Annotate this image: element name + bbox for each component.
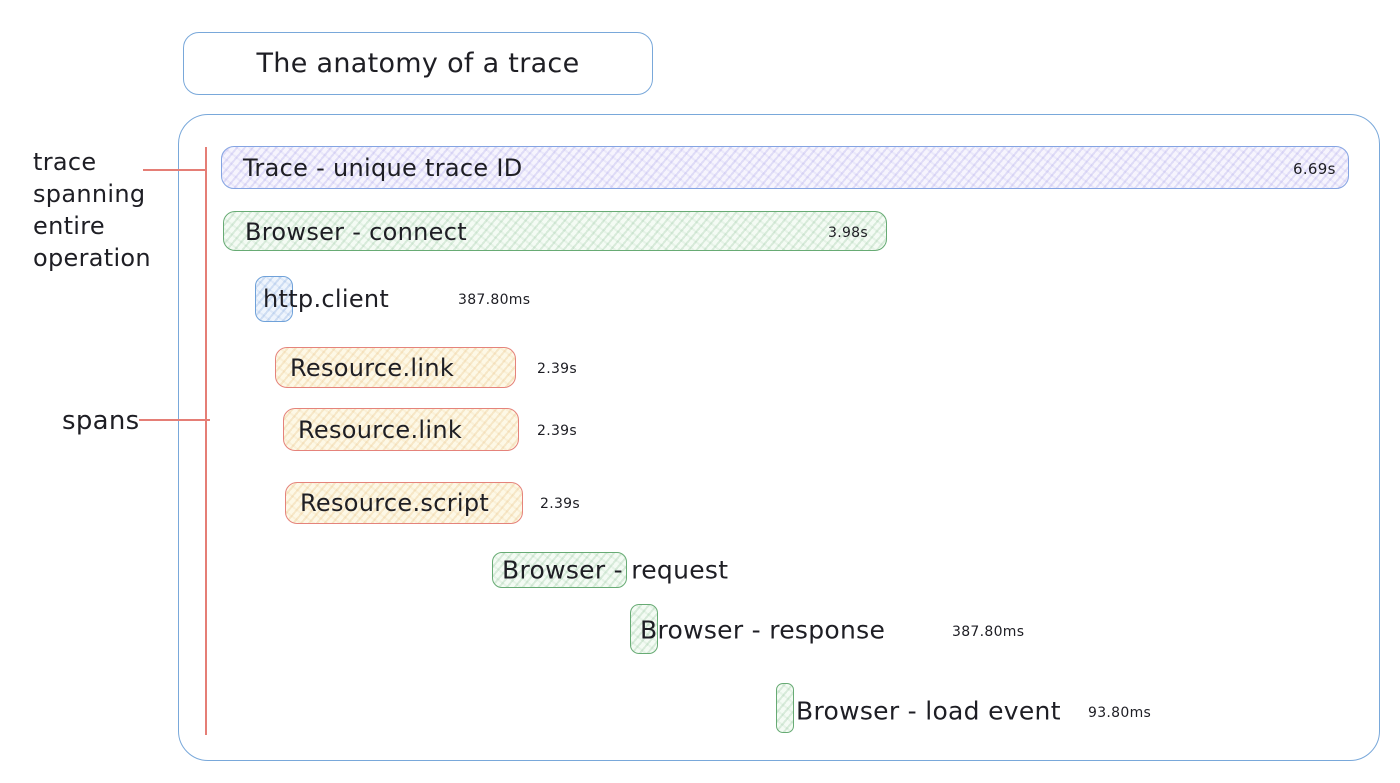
span-bar-browser-response <box>630 604 658 654</box>
span-duration-resource-link-1: 2.39s <box>537 361 577 377</box>
trace-duration: 6.69s <box>1293 160 1336 178</box>
span-label-browser-response: Browser - response <box>640 615 886 645</box>
span-label-browser-connect: Browser - connect <box>245 218 467 246</box>
span-label-resource-script: Resource.script <box>300 489 490 517</box>
span-bar-resource-script <box>285 482 523 524</box>
annotation-line: operation <box>33 244 151 272</box>
annotation-spans: spans <box>62 406 140 436</box>
span-duration-browser-load-event: 93.80ms <box>1088 705 1152 721</box>
title-box: The anatomy of a trace <box>183 32 653 95</box>
span-label-http-client: http.client <box>263 285 390 313</box>
span-bar-browser-request <box>492 552 627 588</box>
span-label-browser-request: Browser - request <box>502 555 729 585</box>
trace-pointer-line <box>143 169 205 171</box>
span-duration-http-client: 387.80ms <box>458 292 531 308</box>
annotation-line: entire <box>33 212 105 240</box>
span-bar-http-client <box>255 276 293 322</box>
span-bar-resource-link-1 <box>275 347 516 388</box>
span-duration-resource-link-2: 2.39s <box>537 423 577 439</box>
diagram-title: The anatomy of a trace <box>256 48 580 79</box>
span-bar-resource-link-2 <box>283 408 519 451</box>
annotation-trace-spanning: trace spanning entire operation <box>33 146 151 274</box>
trace-label: Trace - unique trace ID <box>243 154 523 182</box>
span-label-browser-load-event: Browser - load event <box>796 696 1061 726</box>
spans-pointer-line <box>139 419 210 421</box>
span-duration-browser-connect: 3.98s <box>828 225 868 241</box>
span-bar-browser-connect <box>223 211 887 251</box>
span-duration-browser-response: 387.80ms <box>952 624 1025 640</box>
annotation-line: trace <box>33 148 97 176</box>
spans-bracket-line <box>205 147 207 735</box>
annotation-line: spanning <box>33 180 146 208</box>
span-label-resource-link-1: Resource.link <box>290 354 455 382</box>
span-duration-resource-script: 2.39s <box>540 496 580 512</box>
span-label-resource-link-2: Resource.link <box>298 416 463 444</box>
span-bar-browser-load-event <box>776 683 794 733</box>
trace-bar <box>221 146 1349 189</box>
